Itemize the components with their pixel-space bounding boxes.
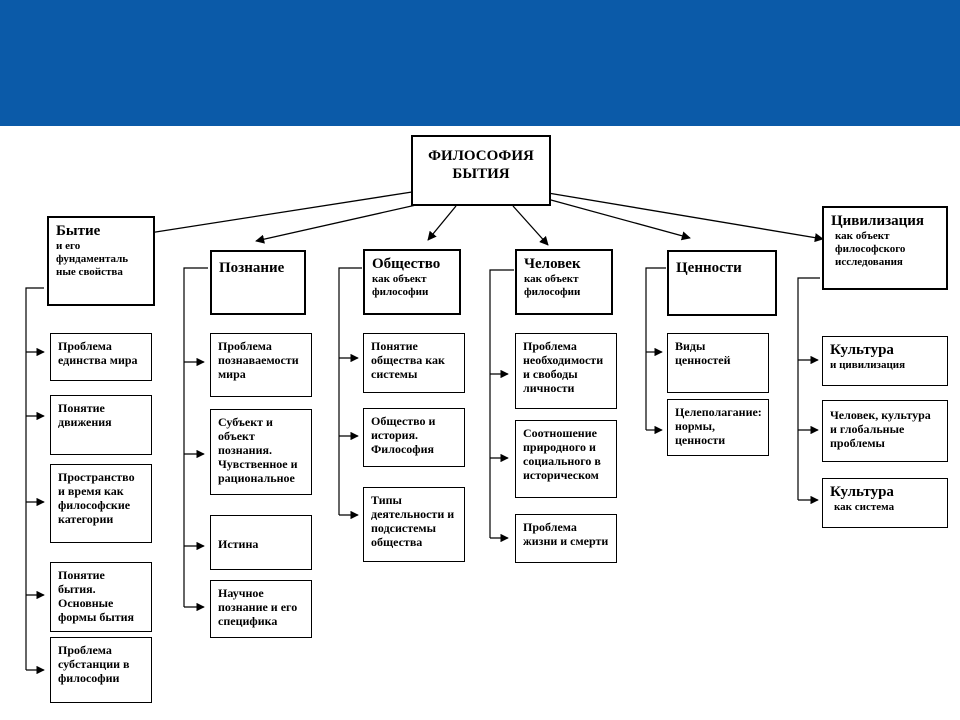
arrow-to-cognition (255, 202, 426, 244)
trunk-being (25, 287, 44, 670)
civilization-item-3-title: Культура (830, 484, 894, 500)
civilization-item-1: Культура и цивилизация (822, 336, 948, 386)
values-item-2: Целеполагание: нормы, ценности (667, 399, 769, 456)
being-item-3: Пространство и время как философские кат… (50, 464, 152, 543)
society-item-3: Типы деятельности и подсистемы общества (363, 487, 465, 562)
being-item-1: Проблема единства мира (50, 333, 152, 381)
trunk-values (645, 267, 666, 430)
civilization-item-2: Человек, культура и глобальные проблемы (822, 400, 948, 462)
society-item-1: Понятие общества как системы (363, 333, 465, 393)
human-header: Человек как объект философии (515, 249, 613, 315)
values-item-1: Виды ценностей (667, 333, 769, 393)
values-title: Ценности (676, 260, 742, 276)
trunk-society (338, 267, 362, 515)
arrow-to-civilization (547, 192, 824, 243)
being-header: Бытие и его фундаменталь ные свойства (47, 216, 155, 306)
human-item-3: Проблема жизни и смерти (515, 514, 617, 563)
being-item-4: Понятие бытия. Основные формы бытия (50, 562, 152, 632)
civilization-item-3-text: как система (834, 501, 895, 513)
civilization-title: Цивилизация (831, 213, 925, 229)
being-item-5: Проблема субстанции в философии (50, 637, 152, 703)
arrow-to-human (512, 205, 549, 246)
society-title: Общество (372, 256, 441, 272)
being-item-2: Понятие движения (50, 395, 152, 455)
human-item-1: Проблема необходимости и свободы личност… (515, 333, 617, 409)
human-item-2: Соотношение природного и социального в и… (515, 420, 617, 498)
civilization-item-1-text: и цивилизация (830, 359, 906, 371)
civilization-item-1-title: Культура (830, 342, 894, 358)
civilization-item-3: Культура как система (822, 478, 948, 528)
trunk-cognition (183, 267, 208, 607)
arrow-to-society (427, 205, 457, 241)
arrow-to-being (129, 191, 413, 240)
root-node: ФИЛОСОФИЯ БЫТИЯ (411, 135, 551, 206)
human-title: Человек (524, 256, 581, 272)
trunk-human (489, 269, 514, 538)
cognition-item-2: Субъект и объект познания. Чувственное и… (210, 409, 312, 495)
being-title: Бытие (56, 223, 101, 239)
cognition-item-3: Истина (210, 515, 312, 570)
civilization-subtitle: как объект философского исследования (835, 230, 906, 268)
header-banner (0, 0, 960, 126)
society-subtitle: как объект философии (372, 273, 429, 298)
values-header: Ценности (667, 250, 777, 316)
cognition-title: Познание (219, 260, 285, 276)
being-subtitle: и его фундаменталь ные свойства (56, 240, 129, 278)
civilization-header: Цивилизация как объект философского иссл… (822, 206, 948, 290)
trunk-civilization (797, 277, 820, 500)
cognition-item-1: Проблема познаваемости мира (210, 333, 312, 397)
society-header: Общество как объект философии (363, 249, 461, 315)
arrow-to-values (539, 196, 691, 241)
society-item-2: Общество и история. Философия (363, 408, 465, 467)
human-subtitle: как объект философии (524, 273, 581, 298)
cognition-header: Познание (210, 250, 306, 315)
cognition-item-4: Научное познание и его специфика (210, 580, 312, 638)
